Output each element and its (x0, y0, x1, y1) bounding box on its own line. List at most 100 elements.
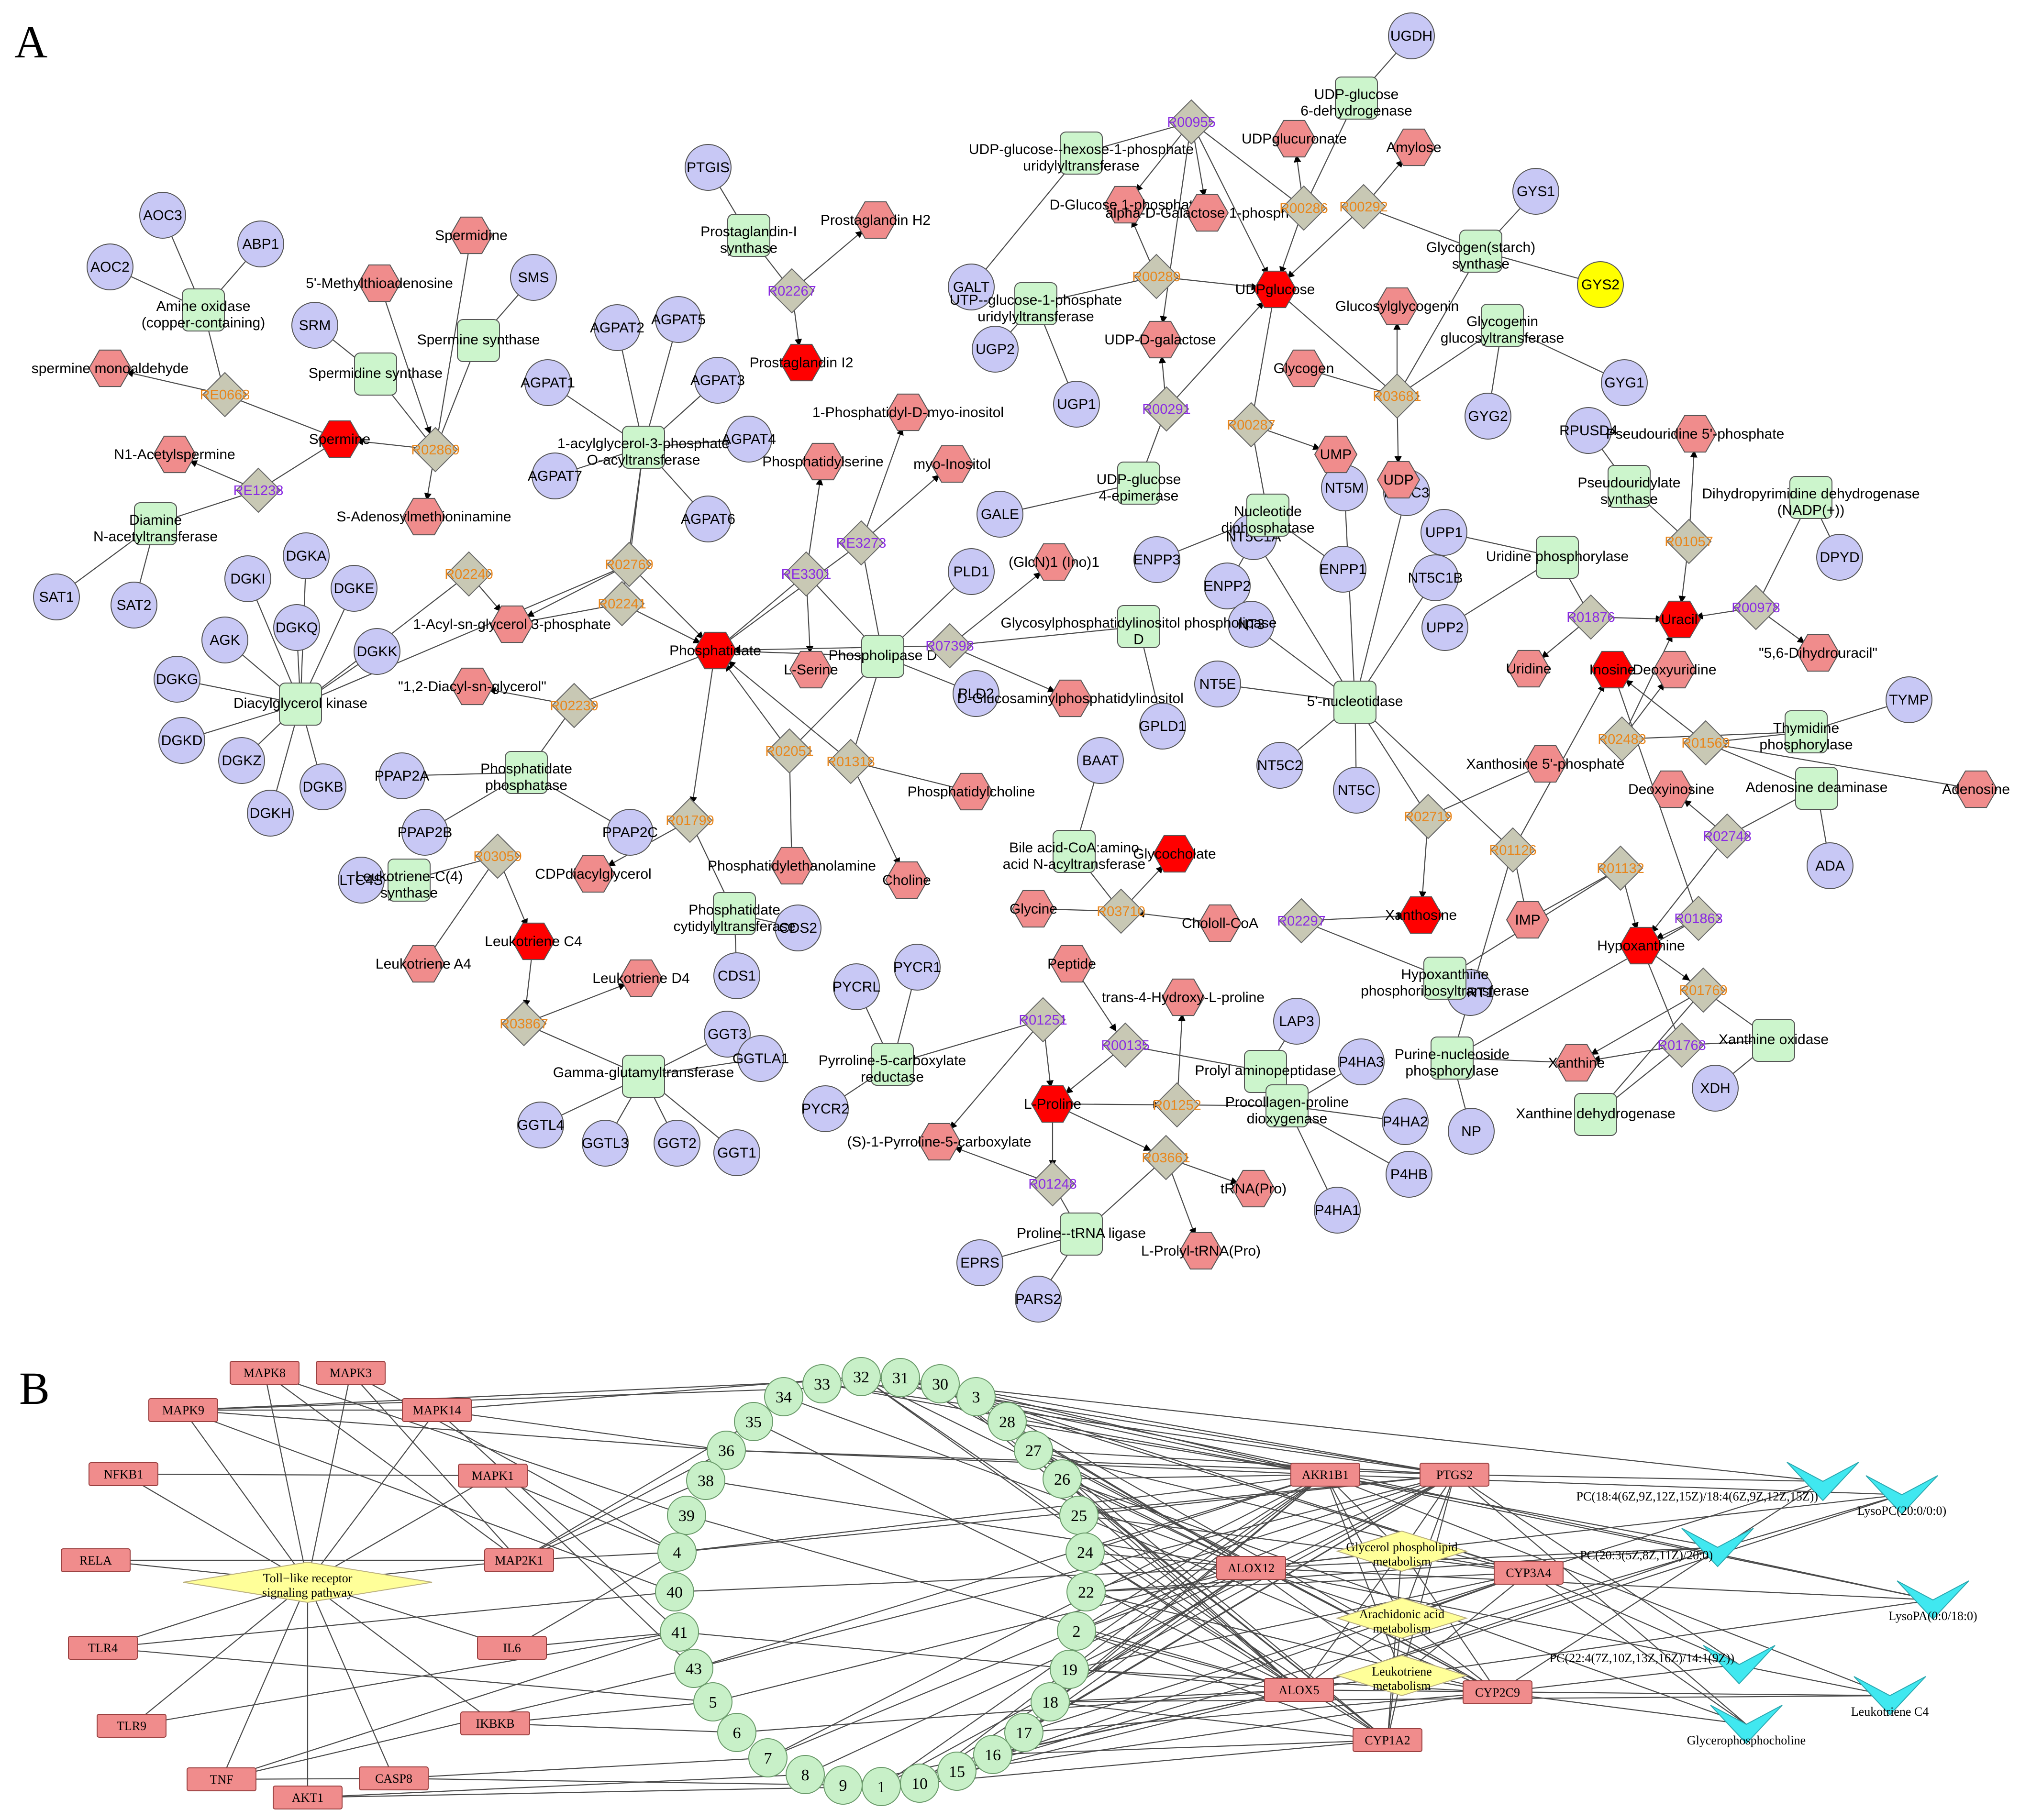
gene-node-pycrl[interactable]: PYCRL (832, 963, 880, 1010)
gene-node-dpyd[interactable]: DPYD (1816, 534, 1863, 581)
gene-node-enpp2[interactable]: ENPP2 (1204, 563, 1251, 609)
gene-node-pld2[interactable]: PLD2 (953, 670, 999, 717)
gene-node-xdh[interactable]: XDH (1692, 1065, 1739, 1112)
gene-node-dgkb[interactable]: DGKB (300, 763, 346, 810)
reaction-node-re3273[interactable]: RE3273 (836, 520, 887, 566)
compound-node-31[interactable]: 31 (881, 1358, 920, 1397)
reaction-node-r01876[interactable]: R01876 (1566, 594, 1615, 640)
gene-node-gys2[interactable]: GYS2 (1577, 261, 1624, 308)
reaction-node-r02869[interactable]: R02869 (411, 427, 460, 473)
hit-metabolite-phosphatidate[interactable]: Phosphatidate (669, 631, 761, 670)
target-node-tlr4[interactable]: TLR4 (68, 1636, 138, 1660)
metabolite-l-prolyl-trna-pro[interactable]: L-Prolyl-tRNA(Pro) (1141, 1232, 1261, 1270)
reaction-node-r02051[interactable]: R02051 (765, 728, 814, 774)
enzyme-node-dihydropyrimidine-dehydrogenase-nadp[interactable]: Dihydropyrimidine dehydrogenase(NADP(+)) (1702, 476, 1920, 519)
hit-metabolite-glycocholate[interactable]: Glycocholate (1133, 835, 1216, 873)
gene-node-agpat5[interactable]: AGPAT5 (651, 296, 706, 343)
reaction-node-r01132[interactable]: R01132 (1597, 845, 1644, 891)
gene-node-p4hb[interactable]: P4HB (1386, 1151, 1432, 1198)
target-node-ptgs2[interactable]: PTGS2 (1420, 1463, 1489, 1487)
reaction-node-r02483[interactable]: R02483 (1598, 716, 1646, 762)
gene-node-ugp2[interactable]: UGP2 (972, 326, 1019, 373)
reaction-node-r00978[interactable]: R00978 (1731, 585, 1780, 630)
hit-metabolite-xanthosine[interactable]: Xanthosine (1385, 896, 1457, 934)
metabolite-imp[interactable]: IMP (1506, 901, 1550, 939)
gene-node-ugp1[interactable]: UGP1 (1053, 381, 1100, 428)
compound-node-43[interactable]: 43 (674, 1649, 713, 1688)
compound-node-33[interactable]: 33 (802, 1364, 842, 1403)
target-node-alox5[interactable]: ALOX5 (1264, 1678, 1334, 1702)
gene-node-nt5c2[interactable]: NT5C2 (1256, 742, 1303, 789)
gene-node-sat1[interactable]: SAT1 (33, 574, 80, 620)
reaction-node-r01252[interactable]: R01252 (1153, 1082, 1201, 1128)
gene-node-agpat3[interactable]: AGPAT3 (690, 357, 745, 404)
metabolite-uridine[interactable]: Uridine (1506, 650, 1552, 688)
metabolite-amylose[interactable]: Amylose (1386, 128, 1442, 166)
compound-node-24[interactable]: 24 (1065, 1533, 1105, 1572)
gene-node-upp1[interactable]: UPP1 (1421, 509, 1467, 556)
reaction-node-r02267[interactable]: R02267 (767, 268, 816, 314)
metabolite-pseudouridine-5-phosphate[interactable]: Pseudouridine 5'-phosphate (1606, 415, 1785, 453)
target-node-rela[interactable]: RELA (61, 1548, 131, 1572)
gene-node-upp2[interactable]: UPP2 (1421, 604, 1468, 651)
gene-node-gale[interactable]: GALE (977, 491, 1023, 538)
reaction-node-r00955[interactable]: R00955 (1167, 99, 1216, 145)
reaction-node-r02297[interactable]: R02297 (1277, 898, 1326, 944)
compound-node-18[interactable]: 18 (1031, 1682, 1070, 1721)
gene-node-ppap2c[interactable]: PPAP2C (602, 809, 658, 856)
gene-node-agpat4[interactable]: AGPAT4 (721, 416, 776, 463)
target-node-casp8[interactable]: CASP8 (359, 1766, 429, 1790)
metabolite-d-glucosaminylphosphatidylinositol[interactable]: D-Glucosaminylphosphatidylinositol (957, 679, 1184, 717)
gene-node-rpusd4[interactable]: RPUSD4 (1559, 407, 1618, 454)
metabolite-udpglucuronate[interactable]: UDPglucuronate (1242, 120, 1347, 158)
metabolite-5-methylthioadenosine[interactable]: 5'-Methylthioadenosine (306, 264, 453, 302)
compound-node-7[interactable]: 7 (748, 1738, 788, 1777)
metabolite-phosphatidylserine[interactable]: Phosphatidylserine (762, 442, 884, 481)
enzyme-node-spermidine-synthase[interactable]: Spermidine synthase (309, 353, 443, 396)
gene-node-ggtl3[interactable]: GGTL3 (582, 1120, 629, 1167)
gene-node-dgkh[interactable]: DGKH (247, 790, 294, 837)
gene-node-p4ha1[interactable]: P4HA1 (1314, 1187, 1361, 1234)
reaction-node-r02719[interactable]: R02719 (1404, 794, 1453, 839)
reaction-node-r03059[interactable]: R03059 (473, 833, 522, 879)
gene-node-ltc4s[interactable]: LTC4S (338, 857, 385, 904)
compound-node-10[interactable]: 10 (900, 1764, 939, 1803)
gene-node-agpat7[interactable]: AGPAT7 (528, 452, 582, 499)
reaction-node-re3301[interactable]: RE3301 (781, 551, 832, 597)
reaction-node-re0668[interactable]: RE0668 (200, 372, 250, 418)
reaction-node-re1238[interactable]: RE1238 (233, 467, 284, 513)
compound-node-9[interactable]: 9 (823, 1765, 863, 1805)
metabolite-udp[interactable]: UDP (1376, 461, 1421, 499)
reaction-node-r01799[interactable]: R01799 (666, 797, 714, 843)
target-node-alox12[interactable]: ALOX12 (1216, 1556, 1286, 1580)
reaction-node-r03681[interactable]: R03681 (1373, 373, 1421, 419)
reaction-node-r01251[interactable]: R01251 (1019, 997, 1067, 1043)
reaction-node-r02769[interactable]: R02769 (605, 541, 654, 587)
gene-node-p4ha3[interactable]: P4HA3 (1338, 1038, 1385, 1085)
metabolite-phosphatidylethanolamine[interactable]: Phosphatidylethanolamine (708, 847, 876, 885)
metabolite-adenosine[interactable]: Adenosine (1942, 770, 2010, 808)
reaction-node-r01126[interactable]: R01126 (1489, 827, 1537, 873)
target-node-mapk8[interactable]: MAPK8 (230, 1361, 300, 1385)
compound-node-40[interactable]: 40 (655, 1572, 694, 1611)
enzyme-node-phospholipase-d[interactable]: Phospholipase D (829, 635, 937, 678)
reaction-node-r03867[interactable]: R03867 (499, 1001, 548, 1047)
target-node-il6[interactable]: IL6 (477, 1636, 547, 1660)
gene-node-dgkk[interactable]: DGKK (354, 628, 400, 675)
enzyme-node-uridine-phosphorylase[interactable]: Uridine phosphorylase (1486, 536, 1629, 579)
enzyme-node-adenosine-deaminase[interactable]: Adenosine deaminase (1746, 767, 1888, 810)
target-node-tnf[interactable]: TNF (187, 1767, 256, 1791)
target-node-cyp2c9[interactable]: CYP2C9 (1463, 1680, 1532, 1704)
gene-node-aoc3[interactable]: AOC3 (139, 192, 186, 239)
gene-node-nt5e[interactable]: NT5E (1194, 661, 1241, 707)
target-node-cyp3a4[interactable]: CYP3A4 (1494, 1561, 1564, 1585)
gene-node-pld1[interactable]: PLD1 (948, 548, 995, 595)
metabolite-deoxyuridine[interactable]: Deoxyuridine (1632, 651, 1717, 689)
metabolite-1-phosphatidyl-d-myo-inositol[interactable]: 1-Phosphatidyl-D-myo-inositol (812, 393, 1004, 431)
